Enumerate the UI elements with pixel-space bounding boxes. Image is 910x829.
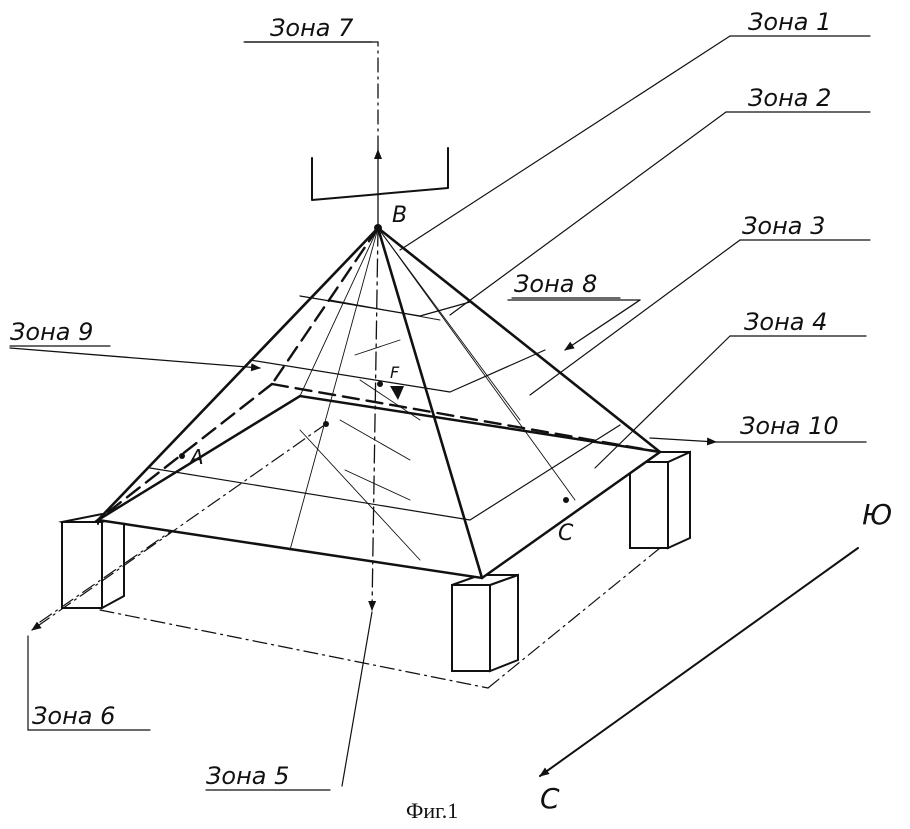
label-zone-9: Зона 9 xyxy=(10,318,93,346)
zone-leaders xyxy=(399,35,871,469)
label-zone-6: Зона 6 xyxy=(32,702,115,730)
zone-10-arrow xyxy=(649,437,867,446)
pyramid-edges xyxy=(96,226,662,580)
zone-8-arrow xyxy=(507,299,641,351)
zone-5-leader xyxy=(341,611,373,787)
point-c-dot xyxy=(563,497,569,503)
label-zone-4: Зона 4 xyxy=(744,308,827,336)
label-point-b: B xyxy=(392,203,407,228)
figure-caption: Фиг.1 xyxy=(406,798,458,823)
zone-9-arrow xyxy=(9,347,261,372)
leg-front-right xyxy=(451,573,519,673)
zone-6-leader xyxy=(27,423,327,731)
label-zone-8: Зона 8 xyxy=(514,270,597,298)
point-center-dot xyxy=(323,421,329,427)
top-hood xyxy=(311,147,449,201)
label-zone-7: Зона 7 xyxy=(270,14,354,42)
label-point-c: C xyxy=(558,521,574,546)
vertical-axis xyxy=(368,227,379,611)
label-zone-10: Зона 10 xyxy=(740,412,839,440)
leg-front-left xyxy=(58,512,128,610)
marked-points xyxy=(179,224,569,503)
label-point-a: A xyxy=(188,445,204,469)
label-direction-yu: Ю xyxy=(862,498,892,531)
label-direction-s: С xyxy=(540,782,560,815)
point-f-dot xyxy=(377,381,383,387)
point-a-dot xyxy=(179,453,185,459)
direction-arrow xyxy=(539,547,859,777)
point-f-arrow xyxy=(390,386,404,400)
point-b-dot xyxy=(374,224,382,232)
pyramid-base xyxy=(94,394,664,580)
support-legs xyxy=(58,450,691,673)
label-point-f: F xyxy=(390,363,400,382)
label-zone-1: Зона 1 xyxy=(748,8,831,36)
label-zone-5: Зона 5 xyxy=(206,762,289,790)
label-zone-2: Зона 2 xyxy=(748,84,831,112)
label-zone-3: Зона 3 xyxy=(742,212,825,240)
